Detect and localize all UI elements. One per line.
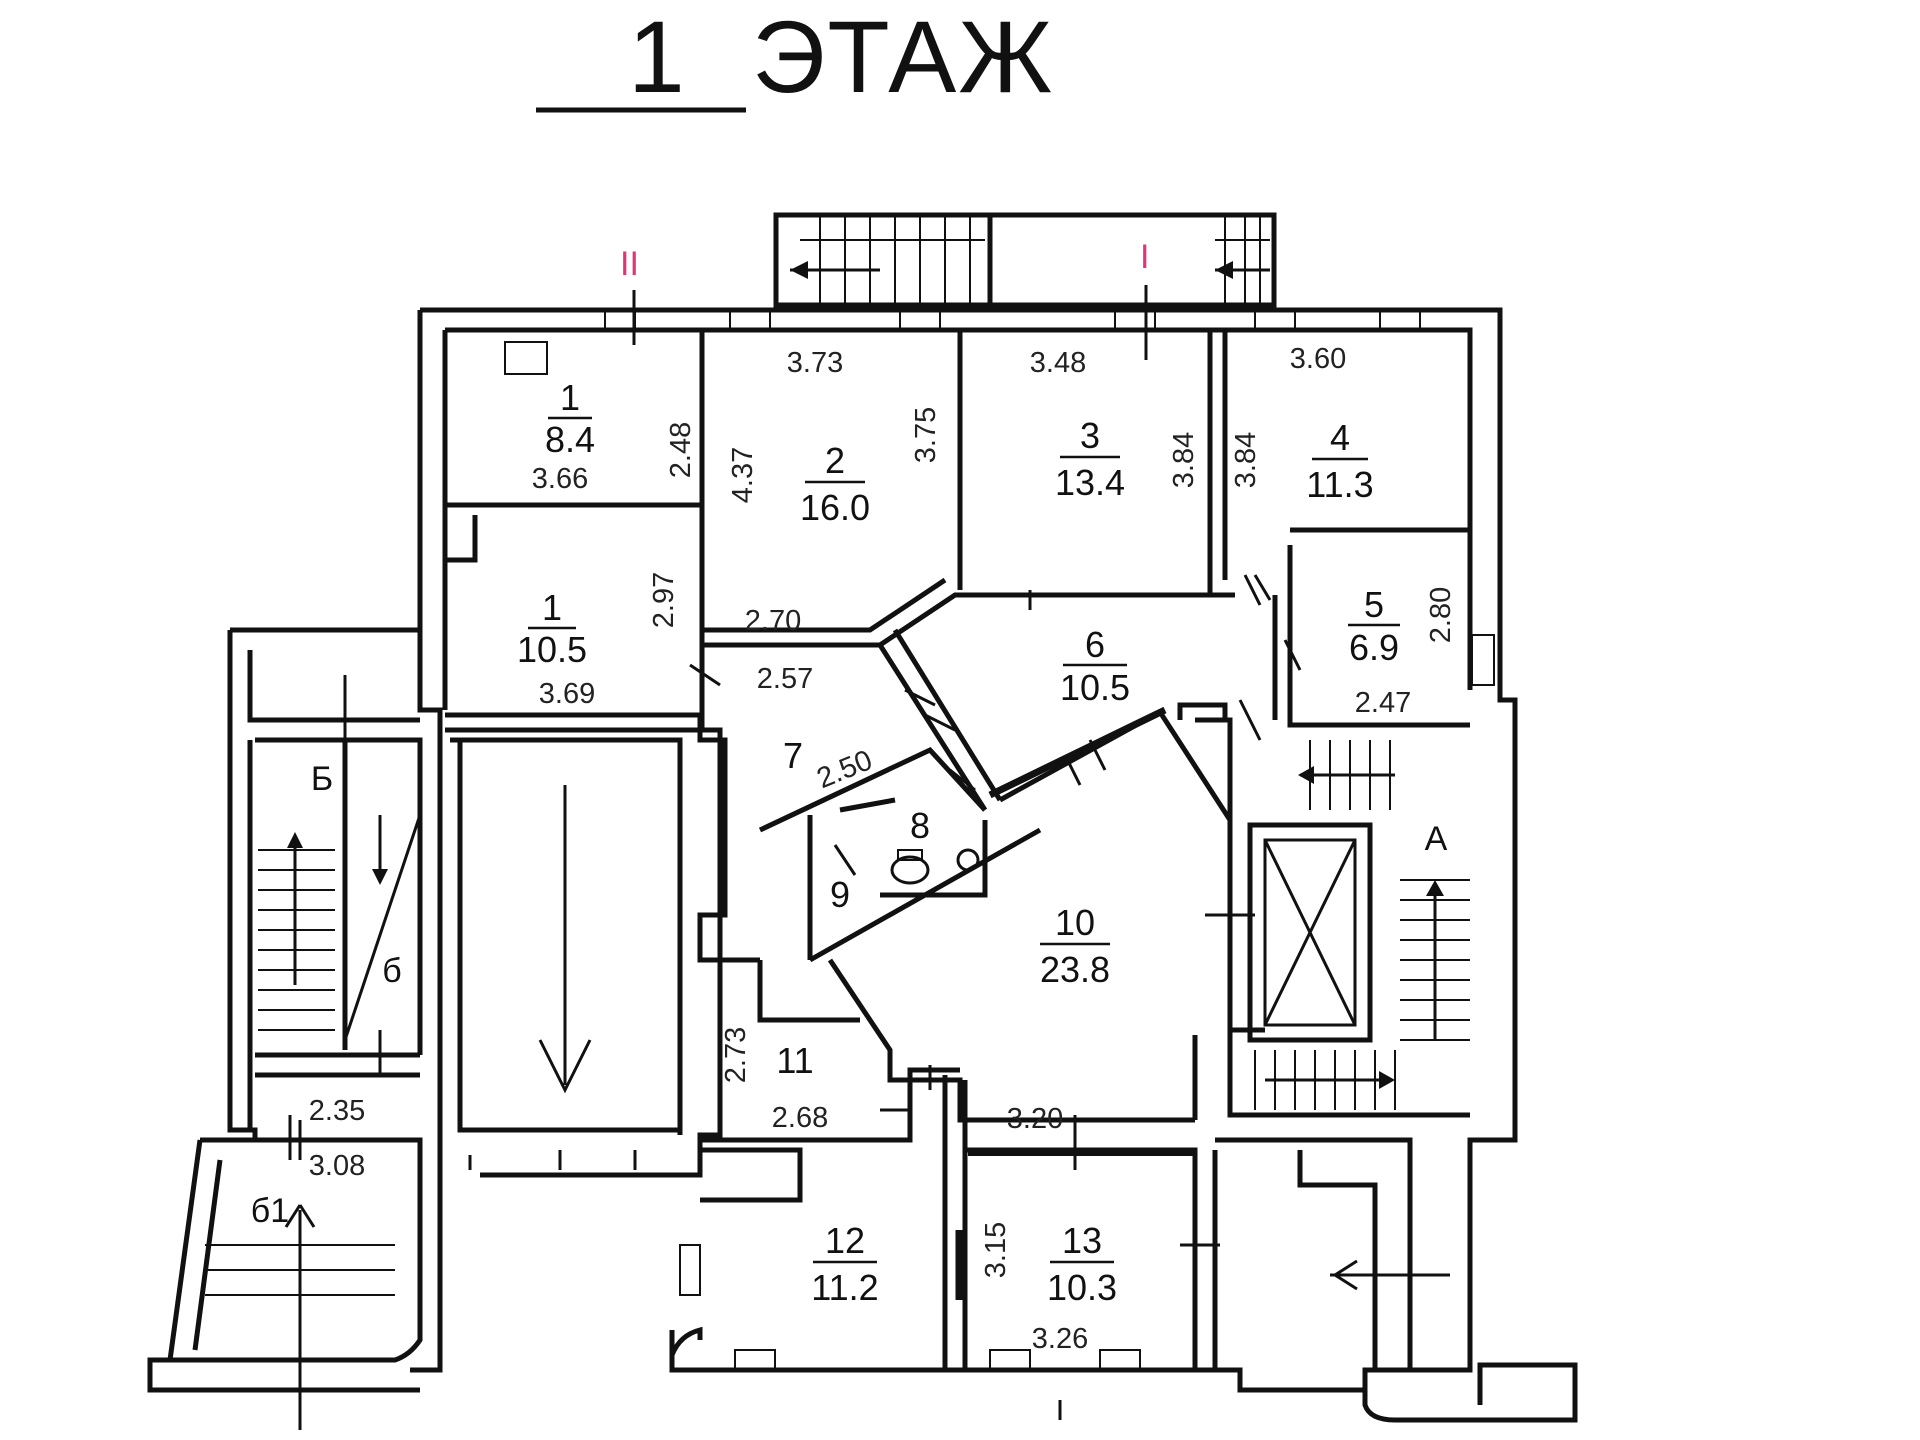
room-area: 23.8 — [1040, 949, 1110, 990]
hall-door-ticks — [468, 1150, 637, 1170]
room-area: 11.2 — [811, 1267, 878, 1308]
elevator-shaft — [1247, 822, 1373, 1043]
room-number: 13 — [1062, 1220, 1102, 1261]
bottom-windows — [734, 1349, 1141, 1371]
floor-number: 1 — [628, 0, 687, 114]
room-area: 8.4 — [545, 419, 595, 460]
porch-arrow-right-head — [1215, 261, 1233, 279]
dim-2-57: 2.57 — [757, 663, 813, 695]
stair-a — [1254, 740, 1470, 1291]
room-11-number: 11 — [776, 1040, 813, 1081]
room-13-label: 13 10.3 — [1047, 1220, 1117, 1308]
dim-3-84-b: 3.84 — [1230, 432, 1262, 488]
room-labels: 1 8.4 1 10.5 2 16.0 3 13.4 4 11.3 5 6.9 — [517, 377, 1400, 1308]
room-area: 10.3 — [1047, 1267, 1117, 1308]
room-number: 10 — [1055, 902, 1095, 943]
axis-marker-ii: II — [620, 245, 639, 283]
room-1a-label: 1 8.4 — [545, 377, 595, 460]
left-window-bottom — [679, 1244, 701, 1296]
dim-3-75: 3.75 — [910, 407, 942, 463]
room-6-label: 6 10.5 — [1060, 624, 1130, 708]
room-1b-label: 1 10.5 — [517, 587, 587, 670]
porch-steps-left — [800, 215, 985, 305]
outer-walls — [410, 307, 1518, 1393]
stair-label-b-small: б — [382, 952, 401, 990]
room-number: 4 — [1330, 417, 1350, 458]
room-3-label: 3 13.4 — [1055, 415, 1125, 503]
dim-2-35: 2.35 — [309, 1095, 365, 1127]
room-9-number: 9 — [830, 874, 850, 915]
axis-marker-i: I — [1140, 238, 1149, 276]
stair-label-a: А — [1425, 820, 1448, 858]
room-number: 1 — [542, 587, 562, 628]
dim-3-20: 3.20 — [1007, 1103, 1063, 1135]
stair-label-b: Б — [311, 760, 333, 798]
floor-word: ЭТАЖ — [752, 0, 1054, 114]
dim-2-73: 2.73 — [720, 1027, 752, 1083]
room-area: 6.9 — [1349, 627, 1399, 668]
dimension-labels: 3.73 3.48 3.60 2.48 3.66 4.37 3.75 3.84 … — [309, 343, 1457, 1355]
right-window — [1471, 634, 1495, 686]
dim-3-15: 3.15 — [980, 1222, 1012, 1278]
floor-title: 1 ЭТАЖ — [536, 0, 1054, 114]
dim-4-37: 4.37 — [727, 447, 759, 503]
room-2-label: 2 16.0 — [800, 440, 870, 528]
dim-3-73: 3.73 — [787, 347, 843, 379]
room-area: 13.4 — [1055, 462, 1125, 503]
dim-2-70: 2.70 — [745, 605, 801, 637]
partitions — [442, 330, 1578, 1423]
top-porches — [773, 212, 1277, 308]
room-area: 11.3 — [1306, 464, 1373, 505]
top-windows — [604, 309, 1421, 331]
room-number: 1 — [560, 377, 580, 418]
dim-3-66: 3.66 — [532, 463, 588, 495]
dim-3-08: 3.08 — [309, 1150, 365, 1182]
sink-icon — [956, 848, 980, 872]
dim-2-47: 2.47 — [1355, 687, 1411, 719]
room-area: 10.5 — [1060, 667, 1130, 708]
dim-2-80: 2.80 — [1425, 587, 1457, 643]
dim-3-26: 3.26 — [1032, 1323, 1088, 1355]
room-4-label: 4 11.3 — [1306, 417, 1373, 505]
room-12-label: 12 11.2 — [811, 1220, 878, 1308]
room-number: 5 — [1364, 584, 1384, 625]
room-8-number: 8 — [910, 805, 930, 846]
dim-3-48: 3.48 — [1030, 347, 1086, 379]
room-number: 2 — [825, 440, 845, 481]
porch-arrow-left-head — [790, 261, 808, 279]
dim-3-60: 3.60 — [1290, 343, 1346, 375]
room-area: 16.0 — [800, 487, 870, 528]
room-number: 12 — [825, 1220, 865, 1261]
room-number: 3 — [1080, 415, 1100, 456]
partition-heavy — [988, 706, 1167, 799]
room-5-label: 5 6.9 — [1348, 584, 1400, 668]
left-stair-wing — [147, 627, 423, 1430]
room-10-label: 10 23.8 — [1040, 902, 1110, 990]
dim-3-84-a: 3.84 — [1168, 432, 1200, 488]
room-area: 10.5 — [517, 629, 587, 670]
dim-3-69: 3.69 — [539, 678, 595, 710]
dim-2-97: 2.97 — [648, 572, 680, 628]
dim-2-48: 2.48 — [665, 422, 697, 478]
room-number: 6 — [1085, 624, 1105, 665]
porch-steps-right — [1215, 215, 1270, 305]
dim-2-68: 2.68 — [772, 1102, 828, 1134]
room-7-number: 7 — [783, 735, 803, 776]
door-ticks — [689, 574, 1302, 1420]
toilet-icon — [890, 855, 930, 885]
stair-label-b1: б1 — [251, 1192, 289, 1230]
